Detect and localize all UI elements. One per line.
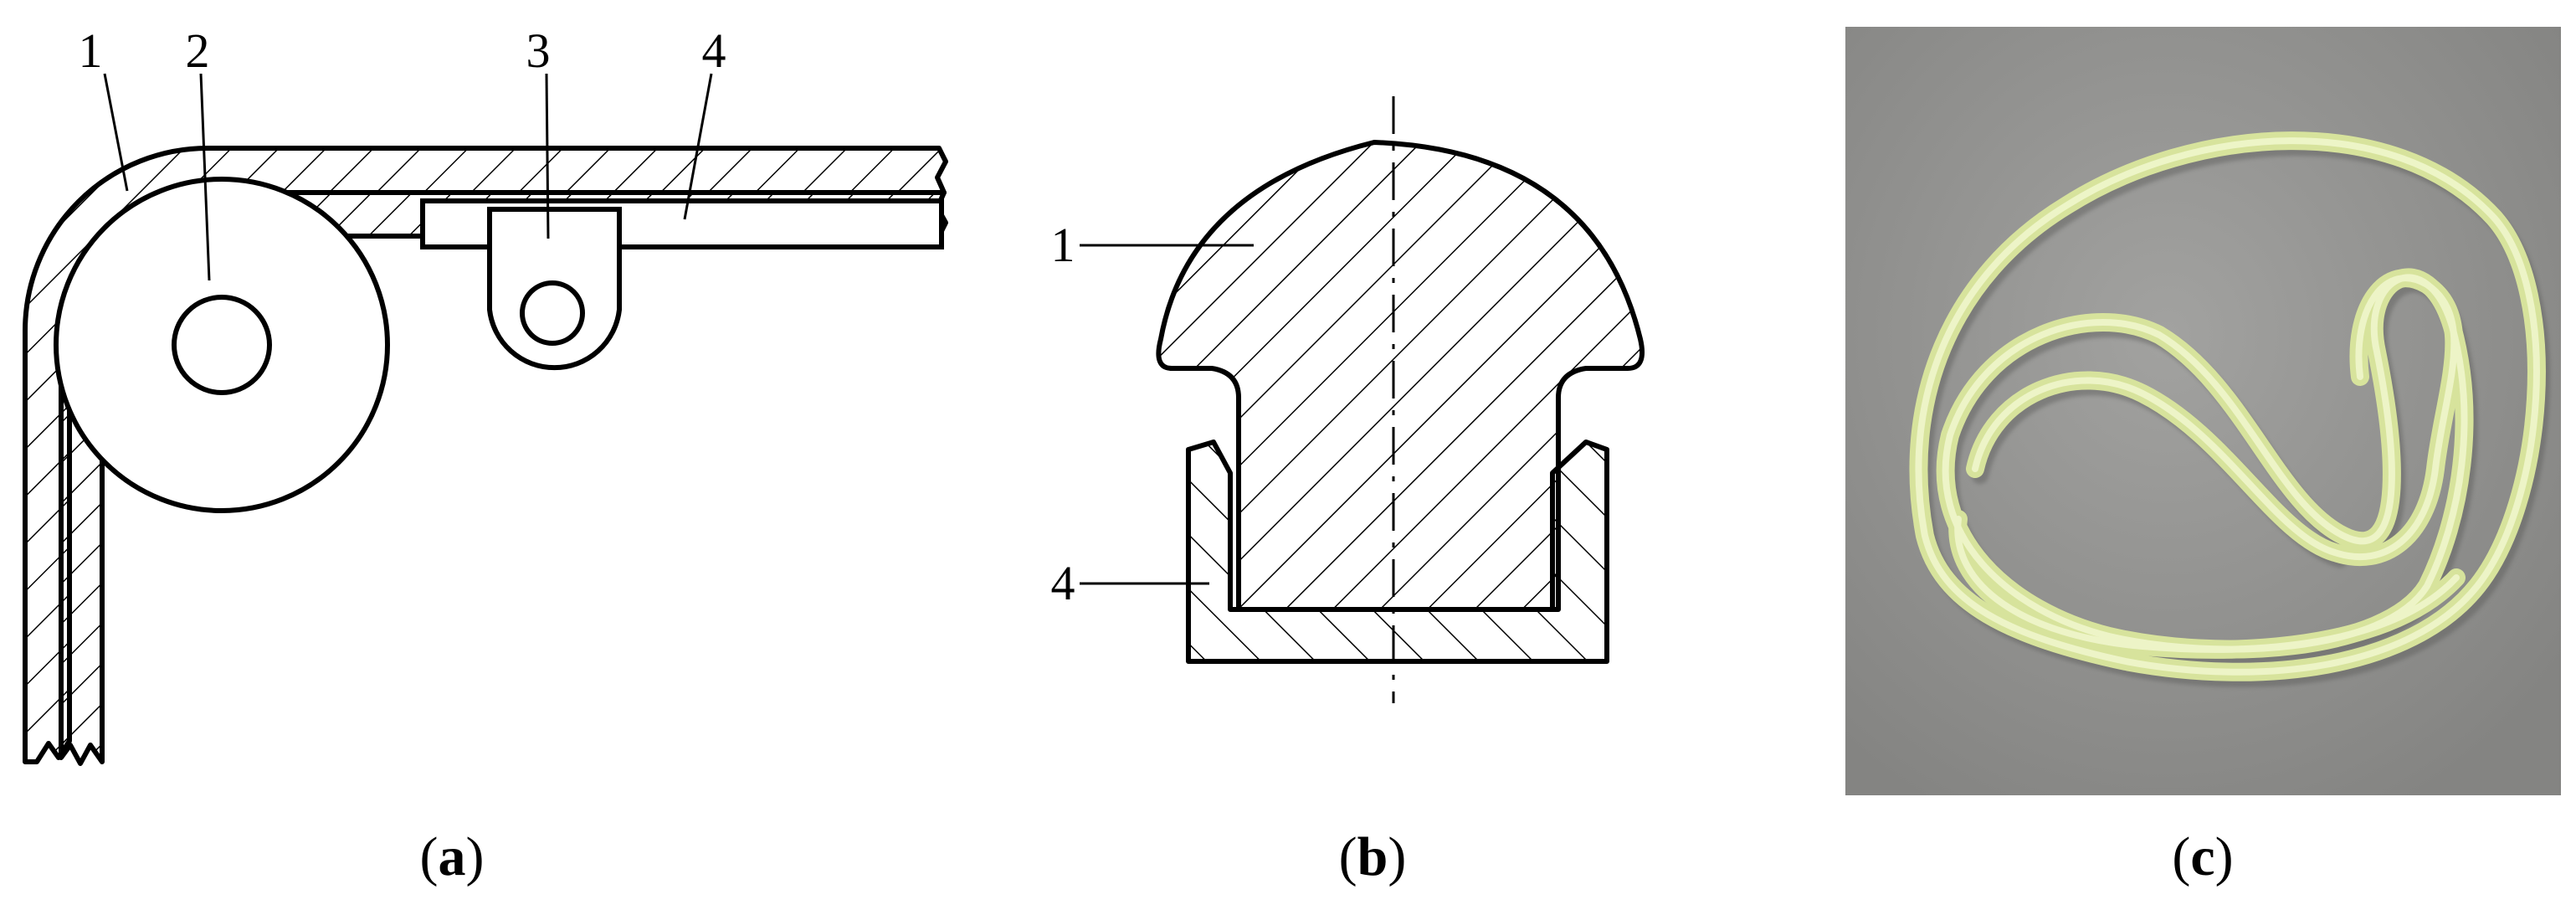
pulley [54, 177, 390, 513]
label-a-3: 3 [526, 23, 551, 78]
mushroom-insert [1156, 140, 1645, 612]
leader-1 [103, 73, 129, 192]
cord-photo [1845, 27, 2561, 795]
panel-b: 1 4 (b) [1051, 96, 1645, 887]
label-a-2: 2 [186, 23, 210, 78]
caption-b: (b) [1339, 826, 1407, 887]
caption-c: (c) [2172, 826, 2233, 887]
leader-4 [683, 73, 713, 220]
label-a-4: 4 [702, 23, 726, 78]
belt-inner-layer-vertical [59, 366, 105, 766]
leader-3 [545, 73, 550, 239]
leader-2 [199, 73, 211, 281]
pulley-hub [172, 295, 272, 395]
panel-c: (c) [1845, 27, 2561, 887]
bracket-hole [520, 280, 585, 346]
caption-a: (a) [420, 826, 485, 887]
label-b-1: 1 [1051, 218, 1075, 272]
bracket [487, 207, 622, 371]
label-a-1: 1 [79, 23, 103, 78]
label-b-4: 4 [1051, 556, 1075, 610]
panel-a: 1 2 3 4 (a) [23, 23, 948, 887]
